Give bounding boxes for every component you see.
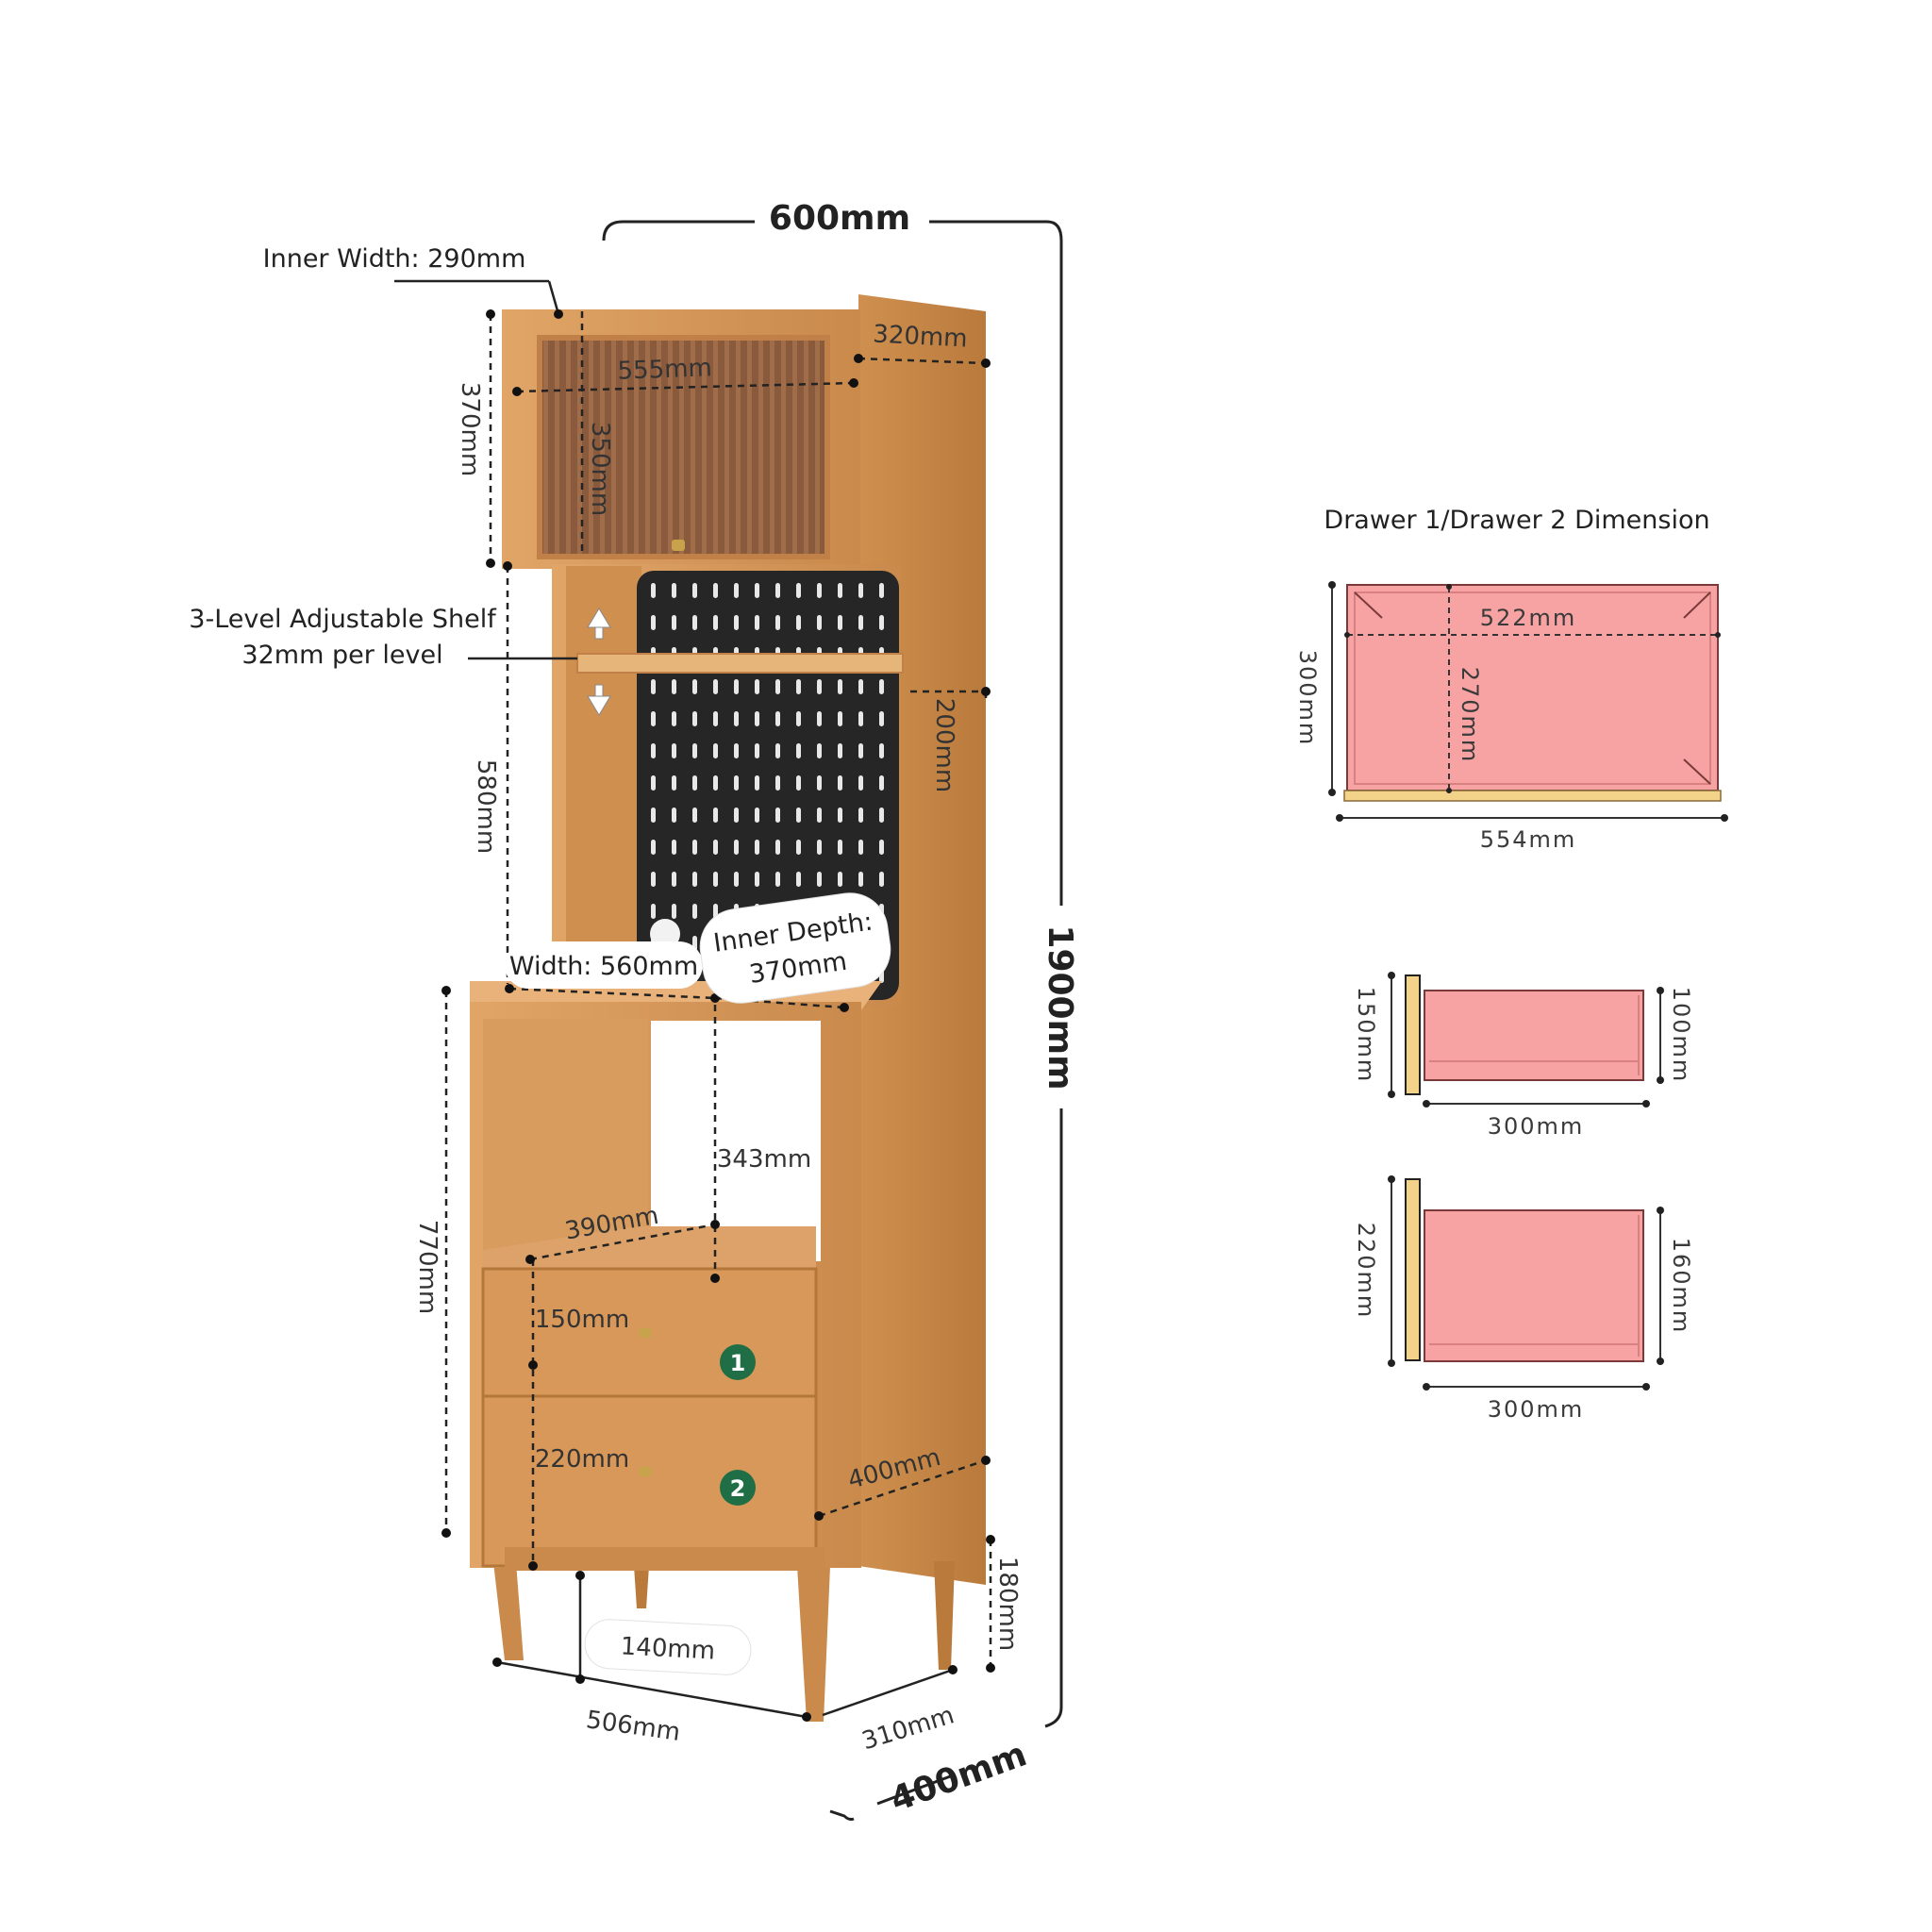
solid-dimensions bbox=[394, 279, 954, 1719]
door-knob bbox=[672, 540, 685, 551]
drawer-top-view: 522mm 270mm 300mm 554mm bbox=[1294, 581, 1728, 853]
dim-320: 320mm bbox=[873, 320, 969, 353]
pegboard bbox=[637, 571, 899, 1000]
dim-270: 270mm bbox=[1457, 667, 1483, 764]
overall-width-label: 600mm bbox=[769, 199, 910, 238]
overall-height-label: 1900mm bbox=[1041, 924, 1079, 1090]
drawer-1-side-view: 150mm 100mm 300mm bbox=[1353, 972, 1694, 1140]
shelf-label-line1: 3-Level Adjustable Shelf bbox=[189, 605, 497, 634]
dim-300-depth: 300mm bbox=[1294, 650, 1321, 747]
width-560-pill bbox=[505, 941, 703, 989]
dim-drawer1-150: 150mm bbox=[1353, 987, 1379, 1084]
dim-drawer2-220: 220mm bbox=[1353, 1223, 1379, 1320]
dim-506: 506mm bbox=[584, 1706, 681, 1747]
dim-drawer1-100: 100mm bbox=[1668, 987, 1694, 1084]
leg-gap-callout: 140mm bbox=[584, 1619, 752, 1675]
svg-text:140mm: 140mm bbox=[620, 1632, 716, 1665]
inner-depth-callout: Inner Depth: 370mm bbox=[699, 892, 891, 1004]
width-560-label: Width: 560mm bbox=[509, 952, 698, 981]
drawer-dimension-panel: Drawer 1/Drawer 2 Dimension 522mm 270mm … bbox=[1294, 506, 1728, 1423]
dim-drawer2-300: 300mm bbox=[1488, 1396, 1585, 1423]
cabinet-leg bbox=[634, 1566, 649, 1608]
shelf-arrow-icon bbox=[587, 608, 611, 716]
dim-180: 180mm bbox=[993, 1557, 1022, 1651]
shelf-label-line2: 32mm per level bbox=[242, 641, 442, 670]
drawer-badge-1: 1 bbox=[720, 1344, 756, 1380]
drawer-2-side-view: 220mm 160mm 300mm bbox=[1353, 1175, 1694, 1423]
dimension-dots bbox=[441, 309, 995, 1722]
drawer-badge-2: 2 bbox=[720, 1470, 756, 1506]
open-niche bbox=[651, 1021, 821, 1261]
adjustable-shelf bbox=[576, 653, 904, 674]
dim-370: 370mm bbox=[456, 382, 484, 476]
dashed-dimensions bbox=[444, 311, 992, 1668]
dim-770: 770mm bbox=[413, 1220, 441, 1314]
dim-drawer1-300: 300mm bbox=[1488, 1113, 1585, 1140]
dim-drawer2-160: 160mm bbox=[1668, 1238, 1694, 1335]
dim-200: 200mm bbox=[930, 698, 958, 792]
overall-depth-label: 400mm bbox=[885, 1735, 1031, 1820]
cabinet-leg bbox=[934, 1561, 955, 1670]
drawer-2 bbox=[481, 1394, 818, 1568]
dim-150: 150mm bbox=[535, 1306, 629, 1334]
dim-310: 310mm bbox=[858, 1701, 958, 1756]
dim-580: 580mm bbox=[472, 759, 500, 854]
cabinet-leg bbox=[797, 1566, 830, 1722]
drawer-knob bbox=[639, 1328, 652, 1338]
svg-text:2: 2 bbox=[730, 1475, 746, 1502]
dim-343: 343mm bbox=[717, 1145, 811, 1174]
drawer-knob bbox=[639, 1467, 652, 1476]
drawer-panel-title: Drawer 1/Drawer 2 Dimension bbox=[1324, 506, 1709, 535]
dim-555: 555mm bbox=[617, 354, 712, 385]
dim-220: 220mm bbox=[535, 1445, 629, 1474]
inner-width-label: Inner Width: 290mm bbox=[263, 244, 526, 274]
dim-350: 350mm bbox=[586, 422, 614, 516]
dim-554: 554mm bbox=[1480, 826, 1577, 853]
dim-522: 522mm bbox=[1480, 605, 1577, 631]
dimension-lines bbox=[602, 220, 1063, 1822]
fluted-glass-door bbox=[537, 335, 830, 559]
cabinet-illustration bbox=[470, 294, 986, 1722]
svg-text:1: 1 bbox=[730, 1350, 746, 1376]
